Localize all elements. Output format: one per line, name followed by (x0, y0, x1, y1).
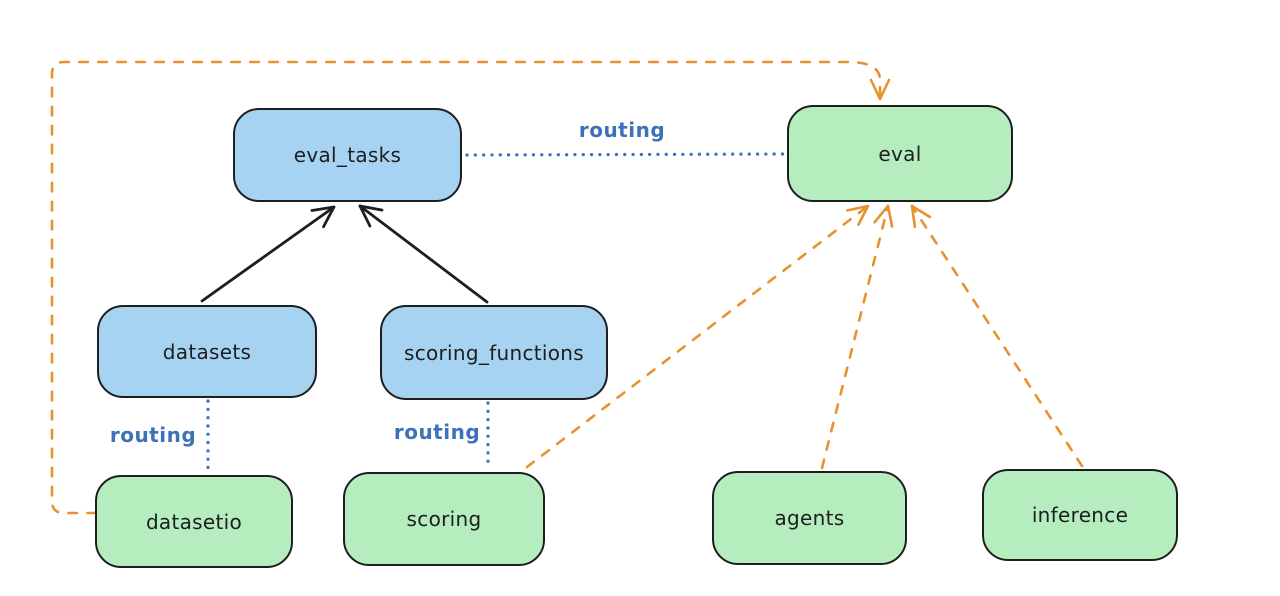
edge-scoring-functions-eval-tasks (358, 204, 489, 304)
node-scoring-label: scoring (406, 507, 482, 531)
node-eval-label: eval (878, 141, 922, 166)
node-datasetio: datasetio (95, 475, 293, 568)
edge-label-routing-scoring-functions-scoring: routing (393, 420, 481, 444)
edge-label-routing-eval-tasks-eval: routing (578, 118, 666, 142)
node-eval-tasks-label: eval_tasks (293, 143, 402, 167)
edge-datasets-eval-tasks (200, 205, 336, 303)
node-eval-tasks: eval_tasks (233, 108, 462, 202)
edge-datasetio-eval-loop (50, 60, 891, 515)
node-eval: eval (787, 105, 1013, 202)
edge-agents-eval (820, 204, 894, 470)
node-datasetio-label: datasetio (145, 509, 243, 534)
edge-routing-eval-tasks-eval (465, 152, 785, 157)
node-scoring: scoring (343, 472, 545, 566)
node-scoring-functions-label: scoring_functions (403, 340, 585, 365)
node-agents: agents (712, 471, 907, 565)
edge-label-routing-datasets-datasetio: routing (109, 423, 197, 447)
edge-scoring-eval (525, 204, 870, 469)
node-inference: inference (982, 469, 1178, 561)
node-datasets-label: datasets (162, 339, 252, 364)
node-inference-label: inference (1031, 503, 1129, 527)
node-datasets: datasets (97, 305, 317, 398)
node-scoring-functions: scoring_functions (380, 305, 608, 400)
edge-inference-eval (910, 204, 1084, 468)
node-agents-label: agents (774, 506, 845, 530)
